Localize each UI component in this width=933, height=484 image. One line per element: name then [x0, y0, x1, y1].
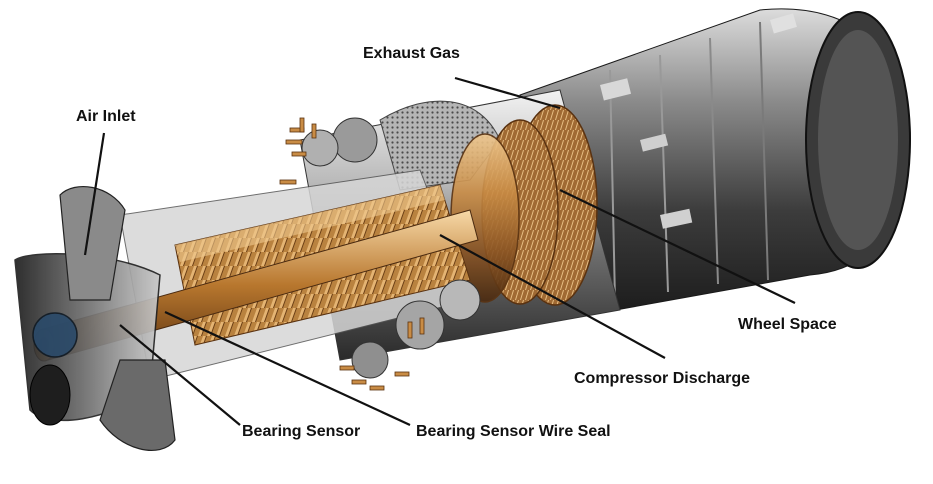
label-bearing-sensor-wire-seal: Bearing Sensor Wire Seal	[416, 423, 611, 440]
leader-bearing-sensor-wire-seal	[164, 311, 411, 426]
turbine-wheels	[450, 104, 598, 306]
label-exhaust-gas: Exhaust Gas	[363, 45, 460, 62]
leader-wheel-space	[559, 189, 796, 304]
callout-leader-lines	[83, 76, 796, 426]
air-inlet-bellmouth	[14, 186, 176, 451]
label-wheel-space: Wheel Space	[738, 316, 837, 333]
label-air-inlet: Air Inlet	[76, 108, 136, 125]
exhaust-section	[519, 8, 911, 321]
label-bearing-sensor: Bearing Sensor	[242, 423, 361, 440]
leader-exhaust-gas	[454, 76, 561, 110]
fuel-nozzles-bottom	[339, 279, 481, 391]
leader-air-inlet	[83, 132, 106, 256]
leader-bearing-sensor	[119, 324, 241, 426]
leader-compressor-discharge	[439, 234, 666, 359]
label-compressor-discharge: Compressor Discharge	[574, 370, 751, 387]
fuel-nozzles-top	[279, 117, 378, 185]
